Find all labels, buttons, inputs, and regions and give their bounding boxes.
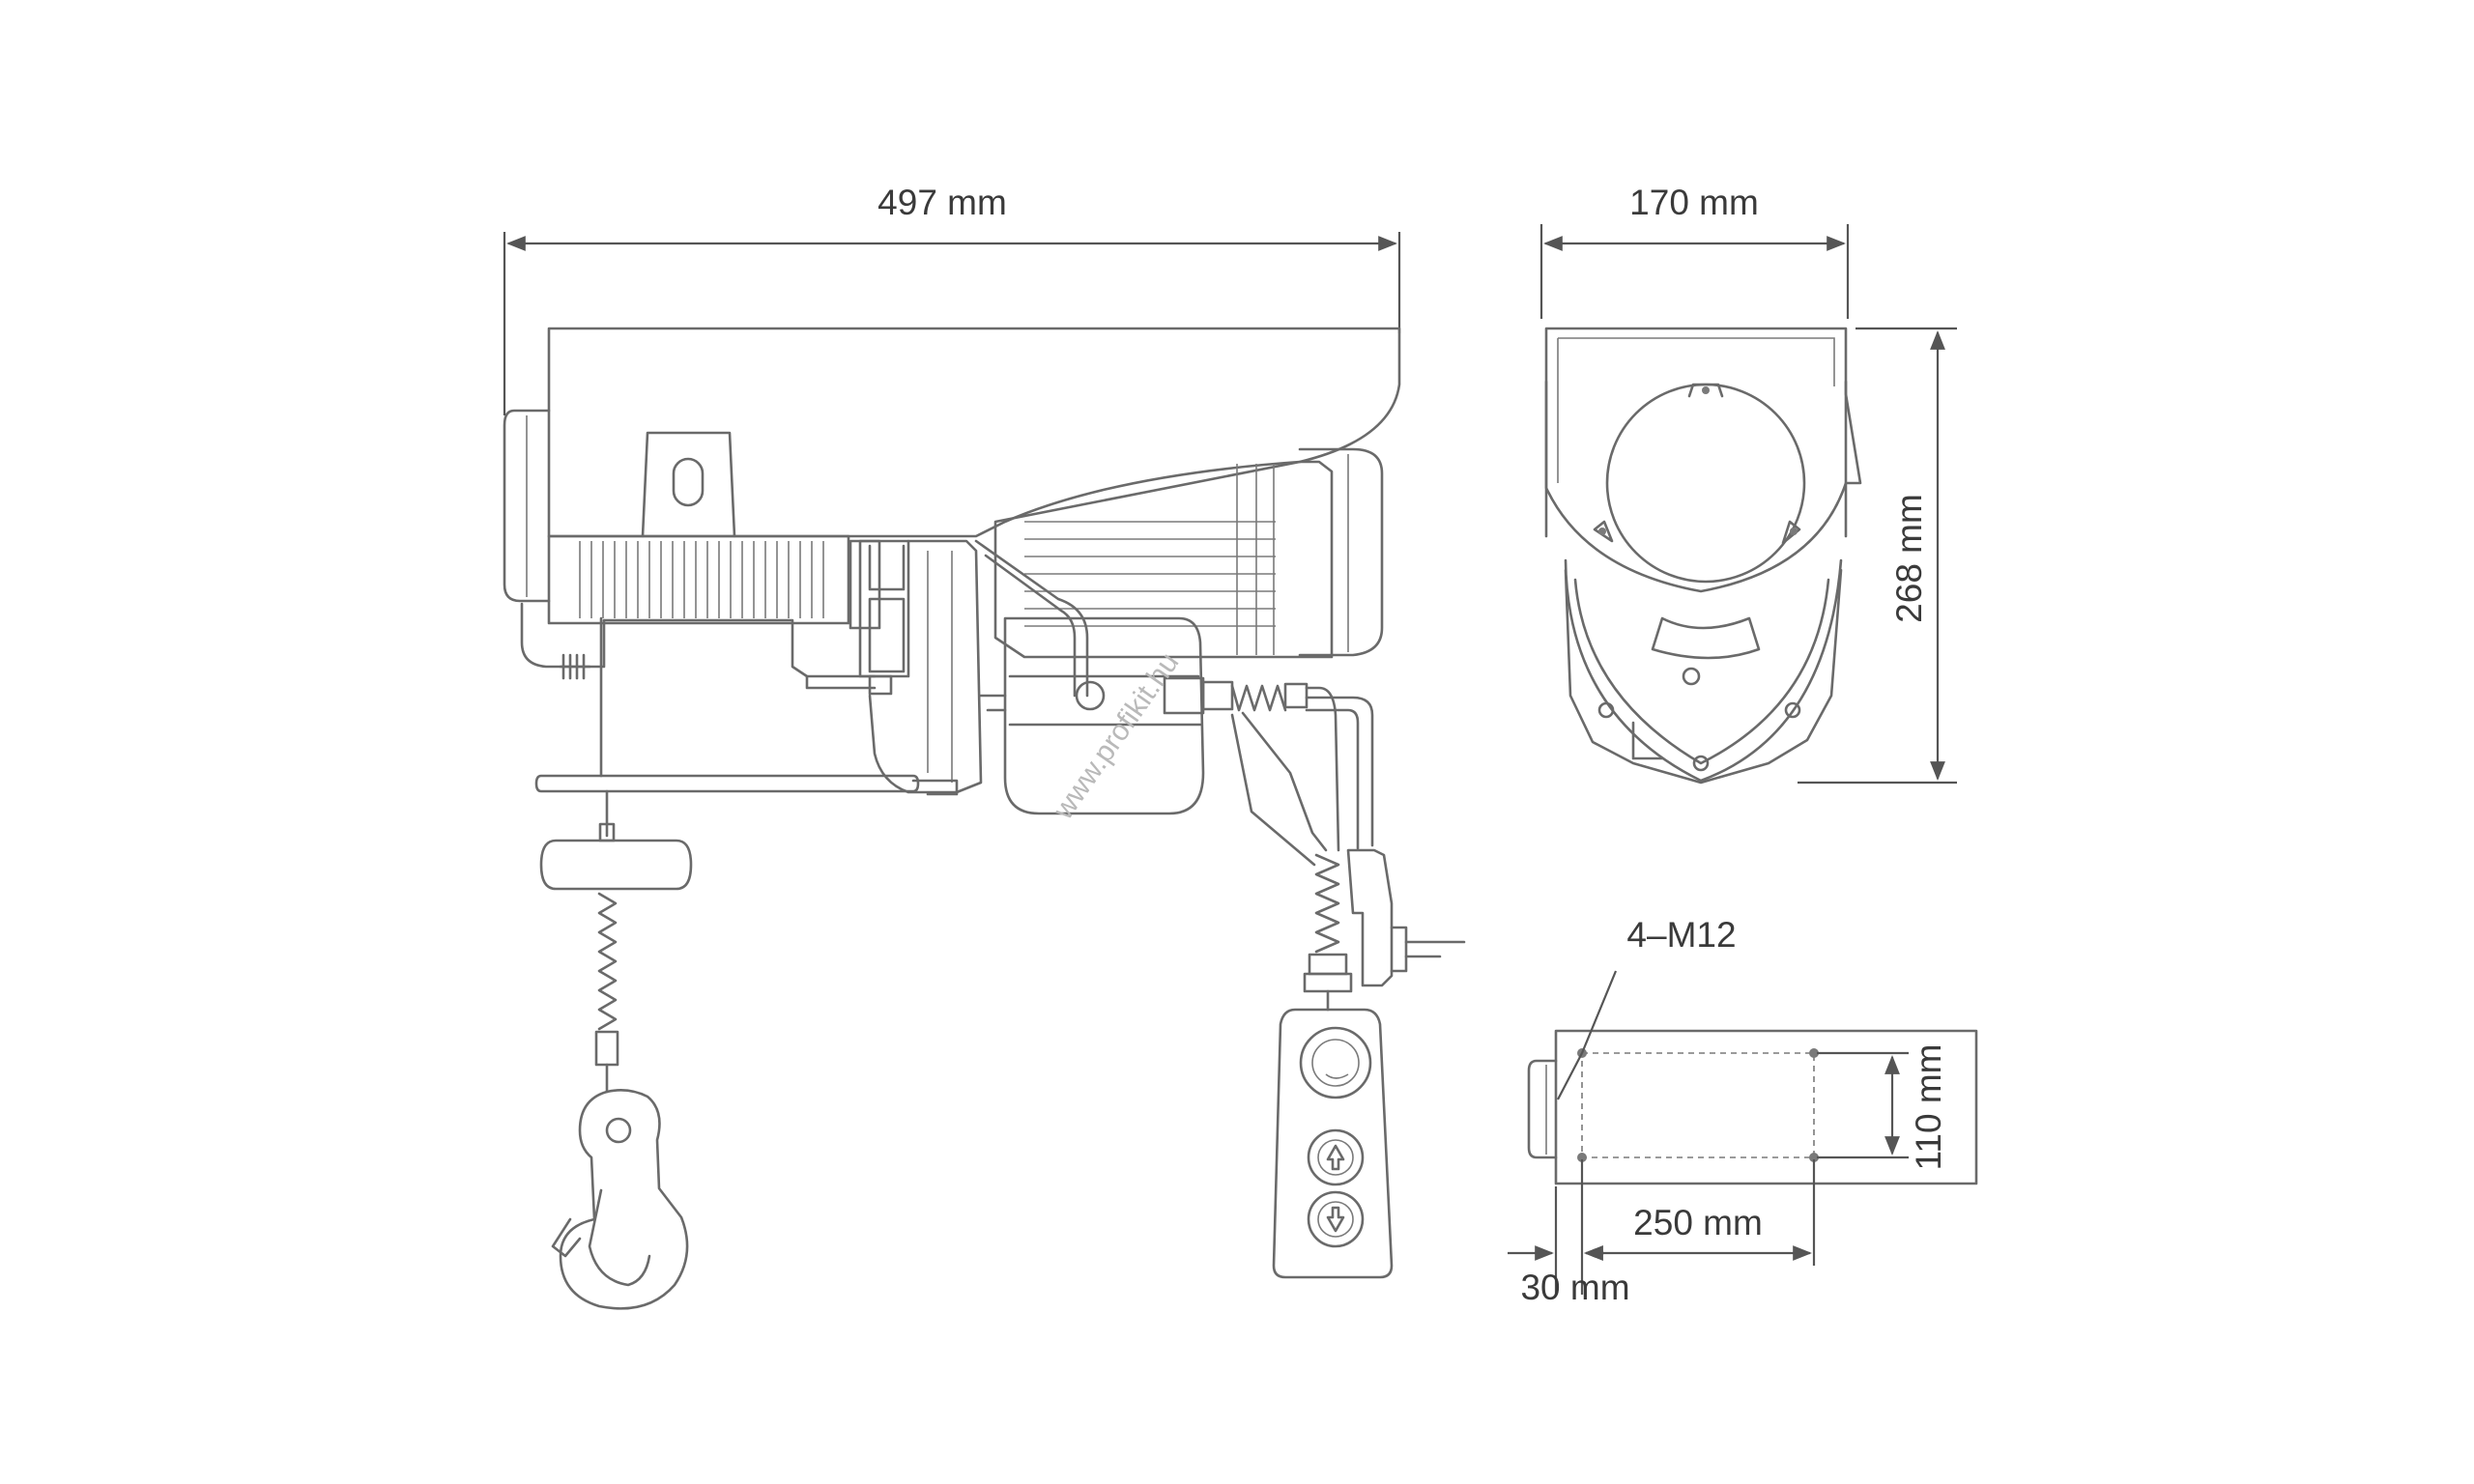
hole-spacing-x-label: 250 mm <box>1633 1203 1763 1242</box>
motor-endcap <box>1298 447 1384 657</box>
bottom-rail <box>534 774 920 793</box>
front-view: 497 mm <box>503 183 1466 1310</box>
gearbox <box>858 539 910 678</box>
side-lower-housing <box>1564 558 1843 783</box>
control-cable <box>1305 696 1374 850</box>
watermark: www.profikit.hu <box>1047 647 1185 826</box>
mount-hole <box>1809 1153 1819 1162</box>
mounting-lug <box>641 431 736 538</box>
capacitor-box <box>1003 616 1205 815</box>
motor-body <box>993 460 1334 659</box>
cable-gland <box>1163 676 1309 715</box>
motor-face <box>1605 383 1806 584</box>
limit-rod <box>520 602 606 669</box>
cable-drum <box>547 534 850 625</box>
side-view: 170 mm 268 mm <box>1539 183 1957 785</box>
power-plug <box>1346 848 1466 987</box>
arrow-down-icon <box>1326 1206 1345 1233</box>
arrow-up-icon <box>1326 1144 1345 1171</box>
gear-housing <box>868 539 983 794</box>
hook-pulley <box>539 839 693 891</box>
side-housing <box>1544 327 1862 593</box>
motor-fins <box>1024 464 1276 655</box>
hook-spring <box>597 892 618 1031</box>
height-label: 268 mm <box>1889 494 1929 623</box>
pendant-spring <box>1314 853 1340 954</box>
mounting-view: 4–M12 110 mm 250 mm 30 mm <box>1508 915 1978 1307</box>
emergency-stop-icon <box>1299 1026 1372 1099</box>
mount-hole <box>1577 1153 1587 1162</box>
mounting-plate <box>1554 1029 1978 1185</box>
hook-latch <box>551 1217 582 1258</box>
hook <box>559 1089 689 1310</box>
left-end-cap <box>503 409 551 603</box>
width-label: 497 mm <box>877 183 1007 222</box>
hole-spacing-y-label: 110 mm <box>1909 1044 1948 1171</box>
mounting-endcap <box>1527 1059 1558 1159</box>
drum-windings <box>579 541 824 618</box>
hole-offset-label: 30 mm <box>1520 1268 1629 1307</box>
top-frame <box>547 327 1401 538</box>
depth-label: 170 mm <box>1629 183 1759 222</box>
pendant-control <box>1272 1008 1394 1279</box>
mount-hole <box>1809 1048 1819 1058</box>
holes-label: 4–M12 <box>1626 915 1736 955</box>
